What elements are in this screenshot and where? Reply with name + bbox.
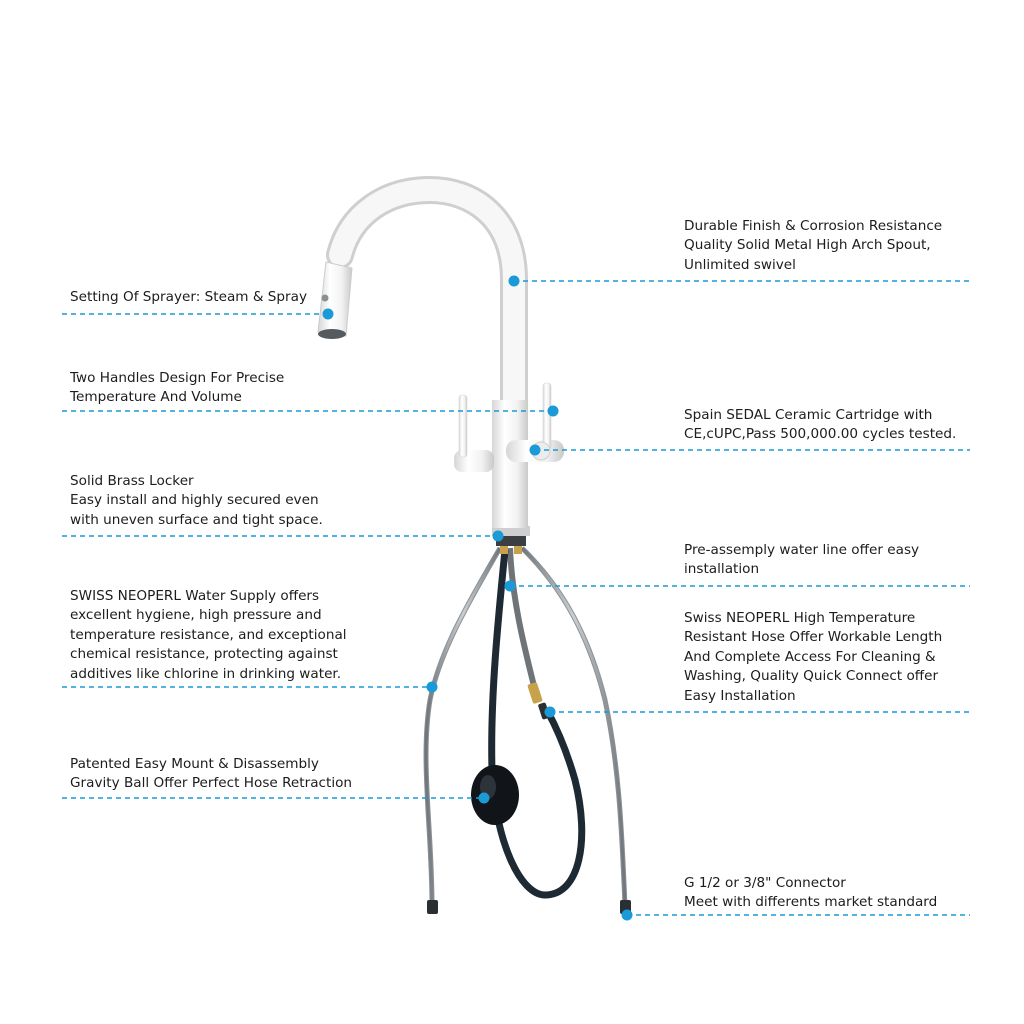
faucet-body: [317, 175, 564, 528]
marker-dot-hose: [544, 706, 556, 718]
leader-lines: [62, 280, 970, 916]
annotation-text: Quality Solid Metal High Arch Spout,: [684, 237, 931, 254]
annotation-text: Easy install and highly secured even: [70, 492, 319, 509]
hose-brass-coupling: [527, 682, 543, 704]
annotation-text: Patented Easy Mount & Disassembly: [70, 756, 319, 772]
annotation-text: Temperature And Volume: [70, 389, 242, 406]
annotation-text: CE,cUPC,Pass 500,000.00 cycles tested.: [684, 426, 957, 443]
marker-dot-gravity: [478, 792, 490, 804]
marker-dot-connector: [621, 909, 633, 921]
annotation-text: Washing, Quality Quick Connect offer: [684, 668, 939, 685]
hoses: [423, 546, 631, 914]
annotation-text: installation: [684, 561, 760, 578]
annotation-text: Solid Brass Locker: [70, 473, 194, 489]
marker-dots: [322, 275, 633, 921]
marker-dot-neoperl: [426, 681, 438, 693]
annotation-text: Two Handles Design For Precise: [70, 370, 285, 386]
annotation-text: Spain SEDAL Ceramic Cartridge with: [684, 407, 933, 423]
annotation-cartridge: Spain SEDAL Ceramic Cartridge with CE,cU…: [684, 406, 956, 445]
marker-dot-waterline: [504, 580, 516, 592]
marker-dot-sprayer: [322, 308, 334, 320]
annotation-sprayer: Setting Of Sprayer: Steam & Spray: [70, 288, 307, 307]
annotation-text: Setting Of Sprayer: Steam & Spray: [70, 289, 307, 305]
annotation-text: Pre-assemply water line offer easy: [684, 542, 920, 558]
annotation-text: G 1/2 or 3/8" Connector: [684, 875, 846, 891]
annotation-text: chemical resistance, protecting against: [70, 646, 338, 663]
annotation-text: Easy Installation: [684, 687, 796, 704]
annotation-gravity: Patented Easy Mount & Disassembly Gravit…: [70, 755, 352, 794]
annotation-waterline: Pre-assemply water line offer easy insta…: [684, 541, 919, 580]
sprayer-button: [321, 294, 329, 302]
left-handle: [454, 394, 494, 472]
left-hose-end-nut: [427, 900, 438, 914]
annotation-hose: Swiss NEOPERL High Temperature Resistant…: [684, 609, 942, 706]
annotation-text: SWISS NEOPERL Water Supply offers: [70, 588, 320, 604]
marker-dot-locker: [492, 530, 504, 542]
brass-locker: [492, 526, 530, 554]
annotation-text: excellent hygiene, high pressure and: [70, 607, 322, 624]
marker-dot-finish: [508, 275, 520, 287]
annotation-text: temperature resistance, and exceptional: [70, 626, 347, 643]
right-handle: [506, 382, 564, 462]
annotation-text: additives like chlorine in drinking wate…: [70, 665, 342, 682]
gravity-ball: [471, 765, 519, 825]
annotation-text: with uneven surface and tight space.: [70, 511, 323, 528]
annotation-locker: Solid Brass Locker Easy install and high…: [70, 472, 323, 530]
marker-dot-handles: [547, 405, 559, 417]
annotation-text: Swiss NEOPERL High Temperature: [684, 610, 916, 626]
annotation-connector: G 1/2 or 3/8" Connector Meet with differ…: [684, 874, 937, 913]
black-pullout-hose: [488, 549, 586, 899]
marker-dot-cartridge: [529, 444, 541, 456]
annotation-text: Durable Finish & Corrosion Resistance: [684, 218, 943, 234]
annotation-finish: Durable Finish & Corrosion Resistance Qu…: [684, 217, 942, 275]
annotation-text: Resistant Hose Offer Workable Length: [684, 629, 943, 646]
annotation-text: And Complete Access For Cleaning &: [684, 648, 936, 665]
annotation-text: Meet with differents market standard: [684, 894, 938, 911]
annotation-text: Gravity Ball Offer Perfect Hose Retracti…: [70, 775, 353, 792]
annotation-handles: Two Handles Design For Precise Temperatu…: [70, 369, 284, 408]
gray-pullout-hose: [507, 547, 538, 691]
annotation-neoperl: SWISS NEOPERL Water Supply offers excell…: [70, 587, 347, 684]
annotation-text: Unlimited swivel: [684, 256, 796, 273]
faucet-column: [492, 400, 528, 528]
